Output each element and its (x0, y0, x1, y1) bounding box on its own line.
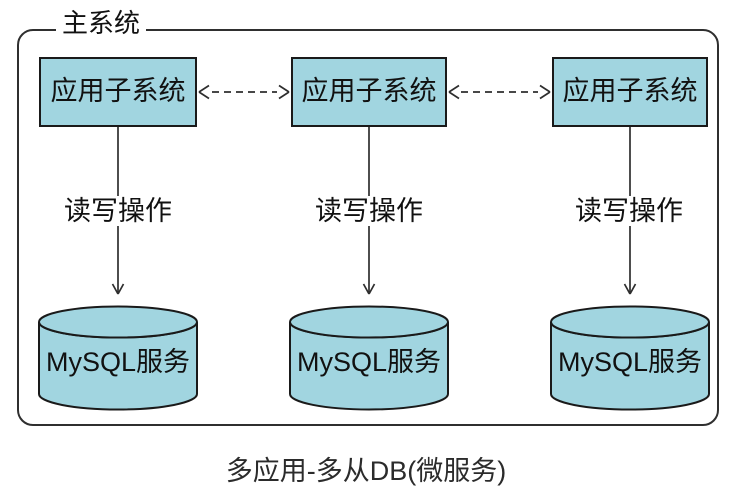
main-system-label: 主系统 (56, 7, 147, 39)
app-subsystem-label-3: 应用子系统 (562, 76, 698, 107)
dashed-bidirectional-arrow-2 (448, 84, 551, 100)
mysql-service-label-1: MySQL服务 (45, 347, 191, 377)
main-system-boundary (17, 29, 719, 426)
app-subsystem-node-3: 应用子系统 (552, 57, 708, 127)
database-cylinder-1 (38, 305, 198, 411)
app-subsystem-label-2: 应用子系统 (301, 76, 437, 107)
app-subsystem-node-1: 应用子系统 (39, 57, 197, 127)
app-subsystem-label-1: 应用子系统 (50, 76, 186, 107)
app-subsystem-node-2: 应用子系统 (291, 57, 447, 127)
read-write-edge-label-3: 读写操作 (573, 196, 685, 226)
read-write-edge-label-1: 读写操作 (62, 196, 174, 226)
read-write-edge-label-2: 读写操作 (313, 196, 425, 226)
diagram-caption: 多应用-多从DB(微服务) (225, 456, 507, 486)
mysql-service-label-2: MySQL服务 (296, 347, 442, 377)
database-cylinder-3 (550, 305, 710, 411)
database-cylinder-2 (289, 305, 449, 411)
mysql-service-label-3: MySQL服务 (557, 347, 703, 377)
dashed-bidirectional-arrow-1 (198, 84, 290, 100)
